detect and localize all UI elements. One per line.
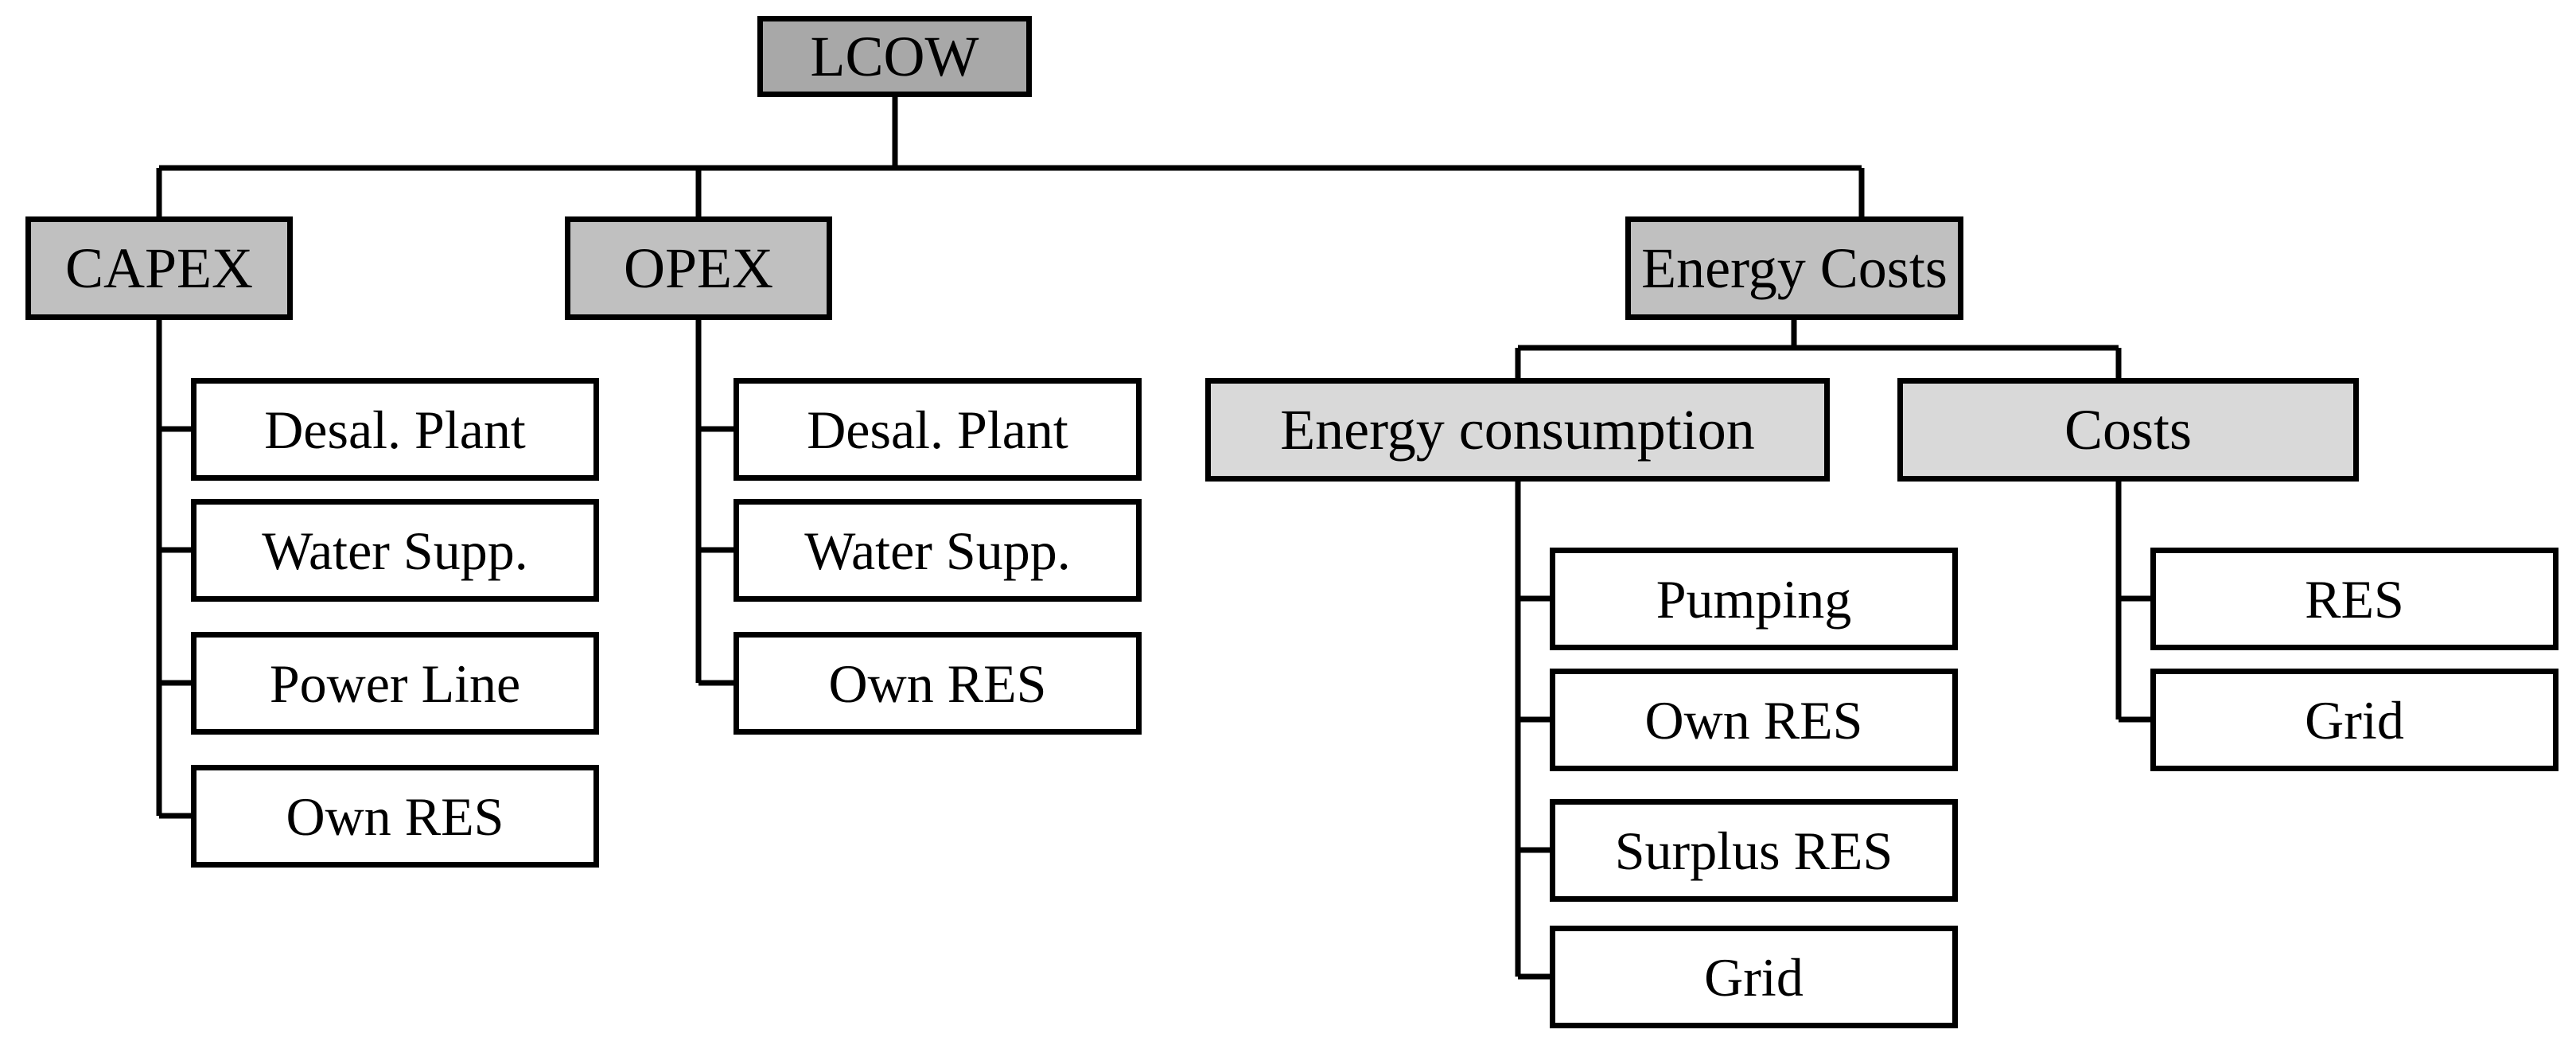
node-energy-costs-label: Energy Costs	[1641, 236, 1948, 300]
leaf-capex-power-line[interactable]: Power Line	[191, 632, 599, 735]
leaf-label: Desal. Plant	[264, 399, 526, 460]
leaf-label: Water Supp.	[804, 520, 1071, 581]
leaf-label: Surplus RES	[1614, 820, 1893, 881]
leaf-label: Water Supp.	[262, 520, 528, 581]
leaf-capex-own-res[interactable]: Own RES	[191, 765, 599, 868]
leaf-label: Own RES	[828, 653, 1047, 714]
leaf-label: Grid	[2305, 689, 2404, 751]
leaf-energy-consumption-surplus-res[interactable]: Surplus RES	[1550, 799, 1958, 902]
leaf-energy-consumption-grid[interactable]: Grid	[1550, 926, 1958, 1028]
leaf-label: Desal. Plant	[807, 399, 1068, 460]
leaf-costs-res[interactable]: RES	[2150, 548, 2558, 650]
node-energy-consumption[interactable]: Energy consumption	[1205, 378, 1830, 482]
node-capex[interactable]: CAPEX	[25, 216, 293, 320]
leaf-label: Pumping	[1656, 568, 1852, 630]
leaf-capex-water-supp[interactable]: Water Supp.	[191, 499, 599, 602]
leaf-label: Grid	[1704, 946, 1804, 1008]
node-lcow[interactable]: LCOW	[757, 16, 1032, 97]
leaf-costs-grid[interactable]: Grid	[2150, 669, 2558, 771]
leaf-opex-water-supp[interactable]: Water Supp.	[733, 499, 1142, 602]
node-lcow-label: LCOW	[810, 25, 979, 88]
node-opex[interactable]: OPEX	[565, 216, 832, 320]
node-opex-label: OPEX	[623, 236, 773, 300]
node-energy-costs[interactable]: Energy Costs	[1625, 216, 1963, 320]
leaf-label: Power Line	[269, 653, 521, 714]
leaf-energy-consumption-own-res[interactable]: Own RES	[1550, 669, 1958, 771]
node-costs[interactable]: Costs	[1897, 378, 2359, 482]
node-capex-label: CAPEX	[64, 236, 254, 300]
leaf-label: RES	[2305, 568, 2404, 630]
leaf-opex-desal-plant[interactable]: Desal. Plant	[733, 378, 1142, 481]
leaf-label: Own RES	[286, 786, 504, 847]
leaf-opex-own-res[interactable]: Own RES	[733, 632, 1142, 735]
leaf-label: Own RES	[1644, 689, 1863, 751]
node-energy-consumption-label: Energy consumption	[1280, 398, 1755, 462]
leaf-capex-desal-plant[interactable]: Desal. Plant	[191, 378, 599, 481]
leaf-energy-consumption-pumping[interactable]: Pumping	[1550, 548, 1958, 650]
node-costs-label: Costs	[2064, 398, 2193, 462]
